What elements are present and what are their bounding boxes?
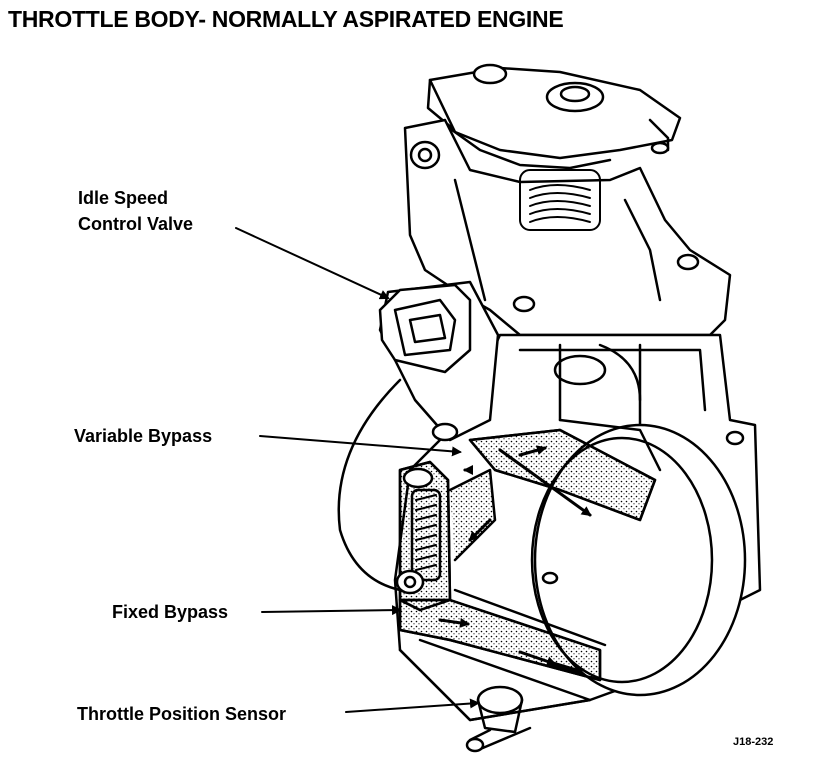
fixed-bypass-leader — [261, 605, 402, 616]
idle-speed-label-line2: Control Valve — [78, 214, 194, 234]
throttle-position-sensor-label: Throttle Position Sensor — [77, 704, 287, 724]
idle-speed-leader — [235, 227, 390, 300]
variable-bypass-leader — [259, 435, 462, 457]
throttle-position-sensor-leader — [345, 698, 480, 713]
diagram-title: THROTTLE BODY- NORMALLY ASPIRATED ENGINE — [8, 6, 564, 32]
idle-speed-label-line1: Idle Speed — [78, 188, 169, 208]
fixed-bypass-label: Fixed Bypass — [112, 602, 229, 622]
variable-bypass-passage — [468, 418, 662, 522]
throttle-linkage — [426, 63, 682, 170]
figure-code: J18-232 — [733, 736, 774, 748]
idle-speed-control-valve — [378, 280, 500, 442]
flow-arrows — [438, 445, 592, 675]
return-spring — [519, 169, 601, 231]
upper-housing — [403, 118, 732, 337]
variable-bypass-label: Variable Bypass — [74, 426, 213, 446]
leader-lines — [235, 227, 480, 713]
throttle-position-sensor — [465, 685, 532, 753]
side-housing-curve — [337, 378, 402, 592]
